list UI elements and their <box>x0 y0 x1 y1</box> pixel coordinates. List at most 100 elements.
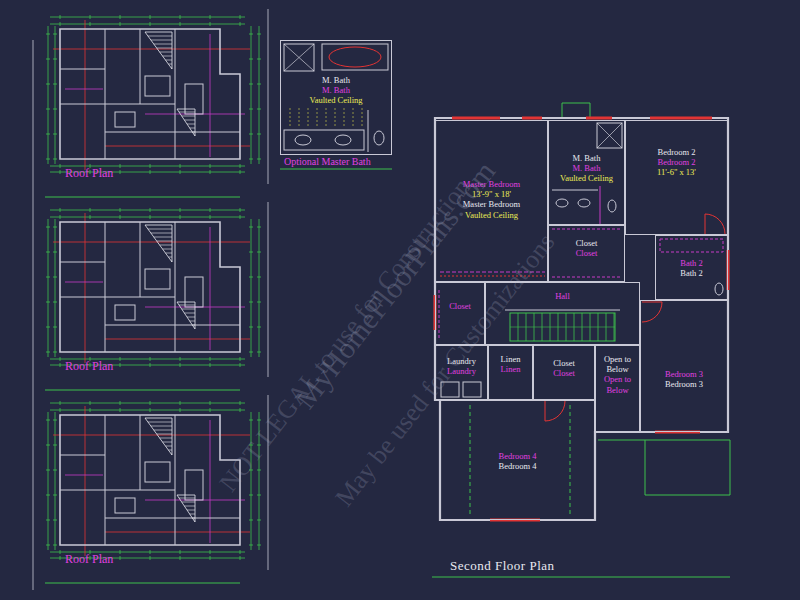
stair-hatch <box>182 309 195 310</box>
room-label: Closet <box>576 248 598 258</box>
door-swing <box>642 302 662 322</box>
dimension-tick <box>150 164 151 168</box>
room-label: Hall <box>555 291 570 301</box>
dimension-tick <box>60 363 61 367</box>
stair-hatch <box>177 109 195 136</box>
wall <box>600 186 601 224</box>
dimension-tick <box>120 556 121 560</box>
dimension-tick <box>60 22 61 26</box>
stair-hatch <box>190 514 195 515</box>
dimension-tick <box>210 170 211 174</box>
dimension-tick <box>257 84 261 85</box>
room-label: M. Bath <box>573 153 601 163</box>
dimension-tick <box>120 164 121 168</box>
room-label: Bedroom 2 <box>657 147 695 157</box>
dimension-tick <box>53 470 57 471</box>
dimension-tick <box>90 408 91 412</box>
dimension-tick <box>46 84 50 85</box>
dimension-tick <box>240 363 241 367</box>
room-outline: Bedroom 3Bedroom 3 <box>640 300 728 432</box>
center-line <box>85 20 86 170</box>
dimension-tick <box>240 22 241 26</box>
dimension-tick <box>180 357 181 361</box>
dimension-tick <box>46 34 50 35</box>
dimension-tick <box>53 59 57 60</box>
shower-symbol <box>597 123 622 148</box>
tile-line <box>326 108 327 128</box>
closet-shelf <box>552 229 621 230</box>
dryer-symbol <box>463 382 481 397</box>
stair-hatch <box>148 36 172 37</box>
room-label: Bedroom 3 <box>665 369 703 379</box>
dimension-tick <box>46 134 50 135</box>
room-label: Closet <box>553 368 575 378</box>
closet-rect <box>185 277 203 307</box>
stair-hatch <box>179 305 195 306</box>
room-outline: ClosetCloset <box>548 225 625 282</box>
stair-hatch <box>165 446 172 447</box>
dimension-tick <box>210 556 211 560</box>
dimension-tick <box>240 550 241 554</box>
vanity-symbol <box>284 130 364 150</box>
room-outline: LinenLinen <box>488 345 533 400</box>
stair-hatch <box>182 116 195 117</box>
tile-line <box>353 108 354 128</box>
optional-bath-drawing <box>280 44 392 169</box>
dimension-line <box>48 219 49 357</box>
dimension-tick <box>240 401 241 405</box>
dimension-line <box>50 17 245 18</box>
center-line <box>85 406 86 556</box>
stair-symbol <box>510 313 615 341</box>
dimension-tick <box>249 545 253 546</box>
dimension-tick <box>46 445 50 446</box>
dimension-tick <box>60 208 61 212</box>
dimension-tick <box>150 215 151 219</box>
room-outline: Bedroom 2Bedroom 211'-6" x 13' <box>625 120 728 235</box>
dimension-tick <box>53 302 57 303</box>
wall <box>105 325 240 326</box>
shower-symbol <box>284 44 314 71</box>
dimension-tick <box>53 227 57 228</box>
dimension-tick <box>180 408 181 412</box>
dimension-tick <box>257 34 261 35</box>
dimension-tick <box>249 134 253 135</box>
wall <box>60 104 175 105</box>
shower-symbol <box>284 44 314 71</box>
shower-symbol <box>284 44 314 71</box>
dimension-tick <box>180 22 181 26</box>
tile-line <box>317 108 318 128</box>
drawing-caption: Second Floor Plan <box>450 558 555 574</box>
dimension-line <box>55 219 56 357</box>
closet-shelf <box>439 290 440 340</box>
stair-hatch <box>192 518 195 519</box>
dimension-tick <box>180 363 181 367</box>
stair-hatch <box>179 112 195 113</box>
stair-hatch <box>154 237 172 238</box>
dimension-tick <box>249 327 253 328</box>
dimension-tick <box>180 556 181 560</box>
dimension-tick <box>257 520 261 521</box>
wall <box>105 132 240 133</box>
center-line <box>85 213 86 363</box>
wall <box>105 518 240 519</box>
drawing-title: Optional Master Bath <box>284 156 371 168</box>
caption-underline <box>45 390 240 391</box>
stair-hatch <box>171 261 173 262</box>
wall-outline <box>60 29 240 159</box>
room-label: Open to Below <box>598 374 637 394</box>
dimension-tick <box>46 327 50 328</box>
shower-symbol <box>597 123 622 148</box>
ridge-line <box>210 227 211 350</box>
dimension-tick <box>257 495 261 496</box>
dimension-tick <box>249 277 253 278</box>
door-swing <box>705 214 725 234</box>
room-label: M. Bath <box>322 75 350 85</box>
dimension-tick <box>53 34 57 35</box>
dimension-tick <box>210 15 211 19</box>
dimension-line <box>259 219 260 357</box>
tile-line <box>335 108 336 128</box>
dimension-tick <box>210 164 211 168</box>
ridge-line <box>65 475 103 476</box>
dimension-tick <box>60 556 61 560</box>
dimension-line <box>50 403 245 404</box>
